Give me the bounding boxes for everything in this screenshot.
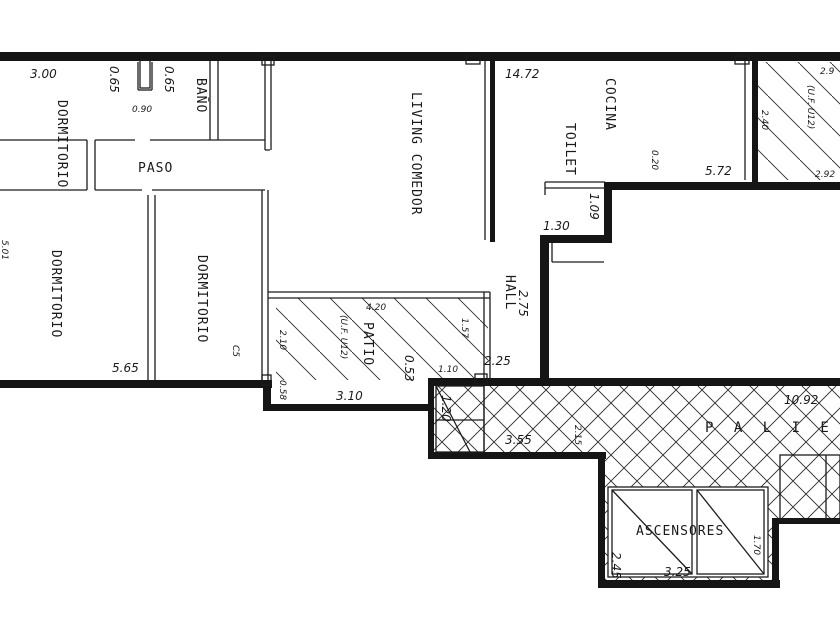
dim-565: 5.65 [112, 361, 139, 375]
room-ascensores: ASCENSORES [636, 524, 724, 539]
room-dormitorio-right: DORMITORIO [194, 255, 209, 343]
dim-215: 2.15 [572, 425, 582, 445]
structural-columns [139, 55, 750, 386]
interior-partitions [0, 60, 746, 380]
dim-420: 4.20 [366, 303, 386, 313]
dim-355: 3.55 [505, 433, 532, 447]
room-dormitorio-top: DORMITORIO [54, 100, 69, 188]
room-hall: HALL [502, 275, 517, 310]
dim-292: 2.92 [815, 170, 835, 180]
dim-210: 2.10 [277, 330, 287, 350]
dim-325: 3.25 [664, 565, 691, 579]
stair-details [435, 385, 840, 521]
dim-130: 1.30 [543, 219, 570, 233]
dim-090: 0.90 [132, 105, 152, 115]
dim-225: 2.25 [484, 354, 511, 368]
elevator-shafts [607, 486, 769, 578]
dim-058: 0.58 [277, 380, 287, 400]
dim-110: 1.10 [438, 365, 458, 375]
exterior-walls [0, 52, 840, 588]
dim-275: 2.75 [516, 290, 530, 317]
dim-245: 2.45 [609, 552, 623, 579]
dim-1472: 14.72 [505, 67, 539, 81]
room-bano: BAÑO [193, 78, 209, 113]
room-toilet: TOILET [562, 123, 577, 176]
dim-572: 5.72 [705, 164, 732, 178]
dim-157: 1.57 [459, 318, 469, 338]
dim-170: 1.70 [751, 535, 761, 555]
dim-120: 1.20 [439, 395, 453, 422]
dim-290: 2.9 [820, 67, 835, 77]
dim-c5: C5 [230, 345, 240, 357]
dim-240: 2.40 [759, 110, 769, 130]
room-cocina: COCINA [602, 78, 617, 131]
dim-065b: 0.65 [162, 66, 176, 93]
uf-right-note: (U.F. U12) [805, 85, 815, 129]
room-patio: PATIO [360, 322, 375, 366]
dim-020: 0.20 [649, 150, 659, 170]
room-palier: P A L I E [705, 420, 835, 436]
dim-053: 0.53 [402, 355, 416, 382]
room-dormitorio-left: DORMITORIO [48, 250, 63, 338]
dim-310: 3.10 [336, 389, 363, 403]
dim-065a: 0.65 [107, 66, 121, 93]
uf-right-hatch [757, 62, 840, 180]
dim-left: 5.01 [0, 240, 9, 260]
dim-1092: 10.92 [784, 393, 818, 407]
patio-note: (U.F. U12) [338, 315, 348, 359]
dim-300: 3.00 [30, 67, 57, 81]
room-paso: PASO [138, 161, 173, 176]
patio-hatch [276, 298, 488, 380]
room-living-comedor: LIVING COMEDOR [408, 92, 423, 216]
dim-109: 1.09 [587, 193, 601, 220]
